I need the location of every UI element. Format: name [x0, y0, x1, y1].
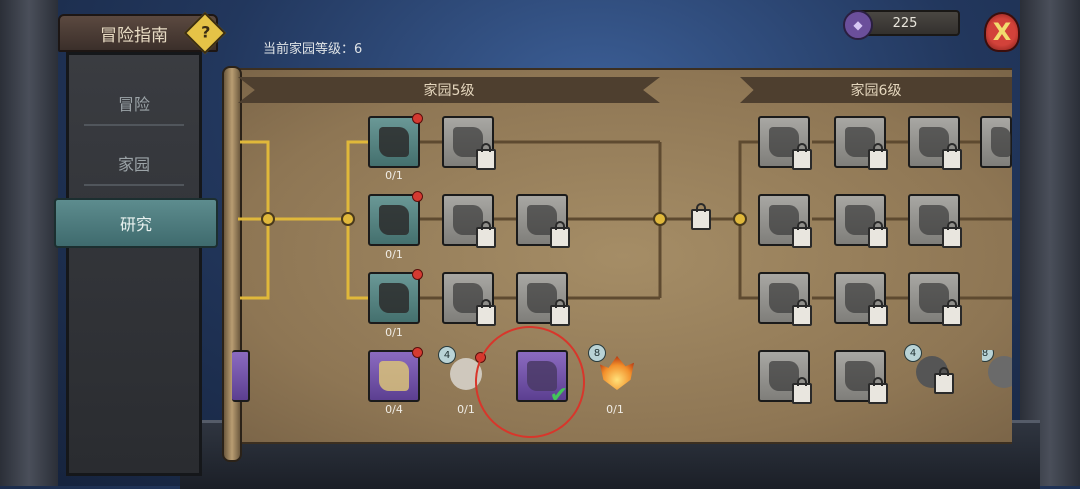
gate-lock	[691, 203, 711, 230]
pot-icon	[991, 127, 1011, 157]
notification-dot	[475, 352, 486, 363]
sidebar-item-research[interactable]: 研究	[54, 198, 218, 248]
lock-icon	[942, 143, 962, 170]
lock-icon	[868, 143, 888, 170]
bomb-icon	[379, 127, 409, 157]
lock-icon	[792, 221, 812, 248]
right-pillar	[1020, 0, 1080, 486]
research-node-locked[interactable]: 8	[982, 350, 1012, 394]
chef-icon	[988, 356, 1012, 388]
sidebar-item-home[interactable]: 家园	[66, 140, 202, 186]
lock-icon	[476, 299, 496, 326]
research-node-locked[interactable]	[908, 116, 962, 170]
research-node-locked[interactable]	[908, 194, 962, 248]
notification-dot	[412, 347, 423, 358]
lock-icon	[792, 143, 812, 170]
node-count: 0/1	[385, 248, 403, 261]
research-node-locked[interactable]	[834, 194, 888, 248]
lock-icon	[550, 299, 570, 326]
research-node-locked[interactable]	[758, 194, 812, 248]
research-node-locked[interactable]	[758, 272, 812, 326]
left-pillar	[0, 0, 58, 486]
check-icon: ✔	[549, 383, 568, 408]
lock-icon	[934, 367, 954, 394]
cost-badge: 4	[904, 344, 922, 362]
lock-icon	[792, 299, 812, 326]
research-node-locked[interactable]	[758, 350, 812, 404]
research-node-crystal[interactable]	[368, 191, 423, 246]
research-node-locked[interactable]	[442, 116, 496, 170]
research-node-locked[interactable]	[516, 272, 570, 326]
notification-dot	[412, 191, 423, 202]
research-node-locked[interactable]	[758, 116, 812, 170]
research-node-locked[interactable]: 4	[904, 344, 954, 394]
node-count: 0/4	[385, 403, 403, 416]
home-level-text: 当前家园等级：6	[263, 42, 363, 57]
research-node-locked[interactable]	[980, 116, 1012, 168]
research-node-locked[interactable]	[834, 116, 888, 170]
sidebar-panel	[66, 52, 202, 476]
level6-banner: 家园6级	[740, 77, 1012, 103]
gem-icon: ◆	[843, 10, 873, 40]
currency-amount: 225	[892, 15, 918, 31]
level5-banner: 家园5级	[238, 77, 660, 103]
notification-dot	[412, 113, 423, 124]
research-node-locked[interactable]	[908, 272, 962, 326]
map-plus-icon	[379, 361, 409, 391]
research-node-locked[interactable]	[516, 194, 570, 248]
lock-icon	[691, 203, 711, 230]
research-node-locked[interactable]	[442, 272, 496, 326]
lock-icon	[550, 221, 570, 248]
research-node-partial[interactable]	[232, 350, 250, 402]
research-node-bomb[interactable]	[368, 113, 423, 168]
fire-icon	[600, 356, 634, 390]
research-node-fire[interactable]: 8	[588, 344, 638, 394]
lock-icon	[476, 143, 496, 170]
cost-badge: 4	[438, 346, 456, 364]
lock-icon	[868, 377, 888, 404]
research-node-locked[interactable]	[442, 194, 496, 248]
sidebar-item-adventure[interactable]: 冒险	[66, 80, 202, 126]
lock-icon	[792, 377, 812, 404]
lock-icon	[476, 221, 496, 248]
close-button[interactable]: X	[984, 12, 1020, 52]
node-count: 0/1	[385, 169, 403, 182]
node-count: 0/1	[606, 403, 624, 416]
node-count: 0/1	[457, 403, 475, 416]
lock-icon	[868, 299, 888, 326]
hammer-icon	[379, 283, 409, 313]
research-node-map[interactable]	[368, 347, 423, 402]
lock-icon	[942, 221, 962, 248]
research-node-sack[interactable]: 4	[438, 346, 488, 396]
cost-badge: 8	[588, 344, 606, 362]
lock-icon	[942, 299, 962, 326]
node-count: 0/1	[385, 326, 403, 339]
guide-title: 冒险指南	[100, 25, 168, 46]
research-node-locked[interactable]	[834, 350, 888, 404]
notification-dot	[412, 269, 423, 280]
research-node-crystal-statue[interactable]: ✔	[516, 350, 568, 408]
crystal-icon	[379, 205, 409, 235]
crystal-statue-icon	[527, 361, 557, 391]
research-node-locked[interactable]	[834, 272, 888, 326]
lock-icon	[868, 221, 888, 248]
research-node-hammer[interactable]	[368, 269, 423, 324]
sack-icon	[450, 358, 482, 390]
